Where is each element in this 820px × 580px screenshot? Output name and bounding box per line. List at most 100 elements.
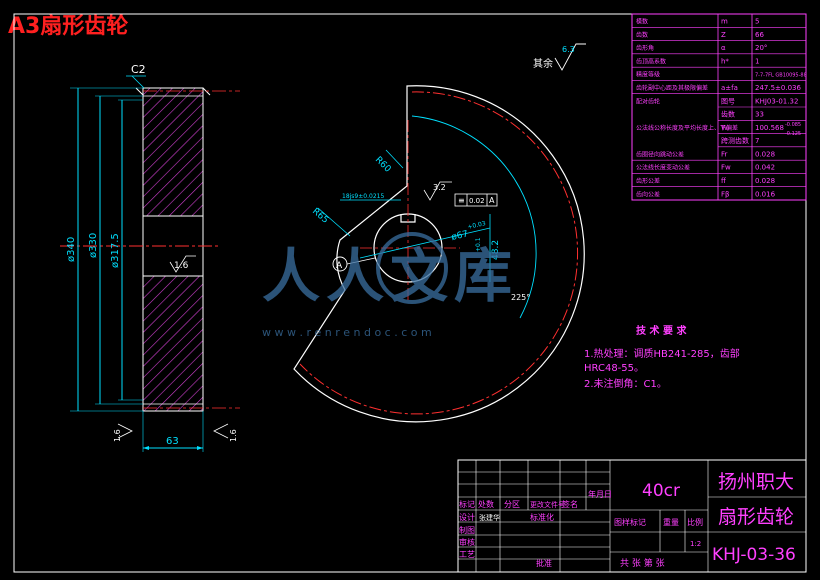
tolerance-value: 0.02 — [469, 197, 485, 205]
dim-radius-hub: R65 — [310, 207, 330, 226]
dim-diameter-340: ø340 — [66, 237, 77, 262]
watermark-text: 人人文库 — [262, 242, 518, 310]
table-cell-value: 20° — [755, 44, 767, 52]
tb-label-standardize: 标准化 — [530, 512, 554, 522]
table-cell-symbol: a±fa — [721, 84, 738, 92]
tb-part-name: 扇形齿轮 — [718, 506, 794, 528]
dim-diameter-317: ø317.5 — [110, 233, 121, 268]
table-cell-symbol: 齿数 — [721, 110, 735, 119]
tb-label-stage: 图样标记 — [614, 517, 646, 527]
table-cell-name: 齿数 — [636, 31, 648, 39]
tb-school: 扬州职大 — [718, 471, 794, 493]
dim-keyway-depth: 48.2 — [491, 240, 501, 260]
table-cell-value: 0.042 — [755, 164, 775, 172]
watermark-url: w w w . r e n r e n d o c . c o m — [262, 326, 432, 339]
title-block: 标记 处数 分区 更改文件号 签名 年月日 设计 张建华 标准化 制图 审核 工… — [457, 459, 807, 573]
section-hatch-upper — [142, 87, 204, 217]
dim-radius-tip: R60 — [373, 155, 393, 175]
table-cell-value: KHJ03-01.32 — [755, 97, 798, 105]
table-cell-value: 7-7-7FL GB10095-88 — [755, 73, 807, 79]
table-cell-name: 齿形公差 — [636, 177, 660, 185]
front-view: R60 R65 18js9±0.0215 3.2 ≡ 0.02 A ø67 +0… — [293, 43, 586, 423]
tb-designer: 张建华 — [479, 513, 500, 522]
section-hatch-lower — [142, 275, 204, 412]
roughness-keyway: 3.2 — [433, 183, 446, 192]
table-cell-name: 齿向公差 — [636, 190, 660, 198]
tb-label-review: 审核 — [459, 537, 475, 547]
table-cell-value: 5 — [755, 18, 759, 26]
table-cell-symbol: h* — [721, 57, 729, 65]
dim-bore-tolerance: +0.03 — [467, 220, 487, 231]
roughness-bore: 1.6 — [174, 261, 189, 271]
table-cell-value: 66 — [755, 31, 764, 39]
pitch-circle — [411, 115, 537, 319]
root-circle — [299, 91, 578, 415]
tb-label-approve: 批准 — [536, 558, 552, 568]
tb-label-sheets: 共 张 第 张 — [620, 557, 665, 569]
watermark: 人人文库 w w w . r e n r e n d o c . c o m — [262, 232, 518, 339]
roughness-general: 6.3 — [562, 45, 575, 54]
dim-keyway-depth-tol: +0.1 — [475, 237, 482, 252]
tb-label-process: 工艺 — [459, 550, 475, 559]
table-cell-name: 公法线长度变动公差 — [636, 164, 690, 172]
section-view: ø340 ø330 ø317.5 C2 1.6 63 1.6 1.6 — [60, 63, 240, 452]
table-cell-name: 齿轮副中心距及其极限偏差 — [636, 84, 708, 92]
tech-heading: 技 术 要 求 — [636, 324, 687, 337]
dim-diameter-330: ø330 — [88, 233, 99, 258]
tb-drawing-no: KHJ-03-36 — [712, 545, 796, 565]
table-cell-value: 0.028 — [755, 177, 775, 185]
tb-label-weight: 重量 — [663, 517, 679, 527]
tb-label-scale: 比例 — [687, 517, 703, 527]
tb-label-signature: 签名 — [562, 499, 578, 509]
tb-label-mark: 标记 — [459, 499, 475, 509]
sheet-frame — [13, 13, 807, 573]
w-tol-lower: -0.125 — [785, 131, 801, 137]
tb-label-draft: 制图 — [459, 525, 475, 535]
table-cell-symbol: ff — [721, 177, 726, 185]
table-cell-symbol: Fr — [721, 150, 728, 158]
tech-line-3: 2.未注倒角：C1。 — [584, 377, 667, 390]
table-cell-symbol: Z — [721, 31, 726, 39]
tb-material: 40cr — [642, 481, 680, 501]
table-cell-name: 齿顶高系数 — [636, 57, 666, 65]
table-cell-value: 7 — [755, 137, 759, 145]
tech-line-1: 1.热处理：调质HB241-285，齿部 — [584, 347, 740, 360]
roughness-left: 1.6 — [113, 429, 122, 442]
table-cell-value: 1 — [755, 57, 759, 65]
tb-label-count: 处数 — [478, 499, 494, 509]
dim-angle: 225° — [511, 293, 530, 302]
chamfer-label: C2 — [131, 63, 146, 76]
table-cell-symbol: W — [721, 124, 728, 132]
watermark-logo-icon — [376, 232, 448, 304]
table-cell-name: 齿圈径向跳动公差 — [636, 150, 684, 158]
table-cell-value: 100.568 — [755, 124, 784, 132]
table-cell-value: 0.028 — [755, 150, 775, 158]
table-cell-name: 齿形角 — [636, 44, 654, 52]
gear-sector-outline — [293, 85, 585, 423]
roughness-general-label: 其余 — [533, 57, 553, 70]
tb-scale-value: 1:2 — [690, 540, 701, 548]
table-cell-symbol: 图号 — [721, 97, 735, 105]
dim-width: 63 — [166, 436, 179, 447]
tb-label-design: 设计 — [459, 512, 475, 522]
tb-label-date: 年月日 — [588, 489, 612, 499]
dim-bore-diameter: ø67 — [450, 229, 469, 243]
tb-label-change: 更改文件号 — [530, 500, 565, 509]
tolerance-symbol-icon: ≡ — [458, 196, 465, 205]
tech-requirements: 技 术 要 求 1.热处理：调质HB241-285，齿部 HRC48-55。 2… — [584, 324, 740, 390]
table-cell-symbol: Fw — [721, 164, 731, 172]
tb-label-zone: 分区 — [504, 500, 520, 509]
table-cell-name: 配对齿轮 — [636, 97, 660, 105]
dim-keyway-width: 18js9±0.0215 — [342, 193, 384, 200]
roughness-right: 1.6 — [229, 429, 238, 442]
tech-line-2: HRC48-55。 — [584, 363, 644, 374]
page-title: A3扇形齿轮 — [8, 14, 129, 39]
table-cell-value: 0.016 — [755, 190, 776, 198]
table-cell-symbol: α — [721, 44, 726, 52]
table-cell-name: 模数 — [636, 18, 648, 26]
w-tol-upper: -0.085 — [785, 122, 801, 128]
table-cell-value: 247.5±0.036 — [755, 84, 801, 92]
